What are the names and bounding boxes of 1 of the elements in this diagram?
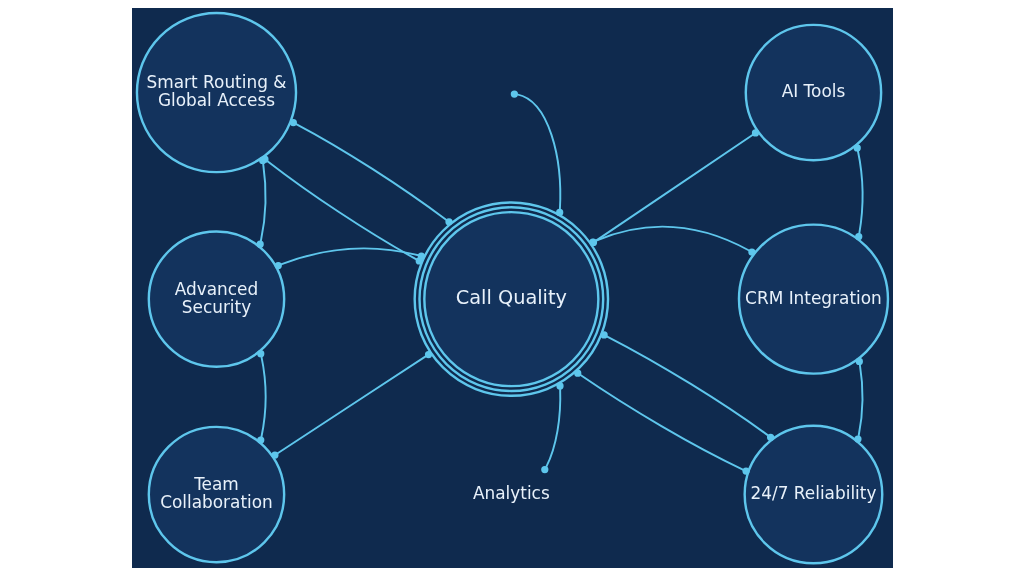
node-text: Analytics xyxy=(472,483,550,504)
